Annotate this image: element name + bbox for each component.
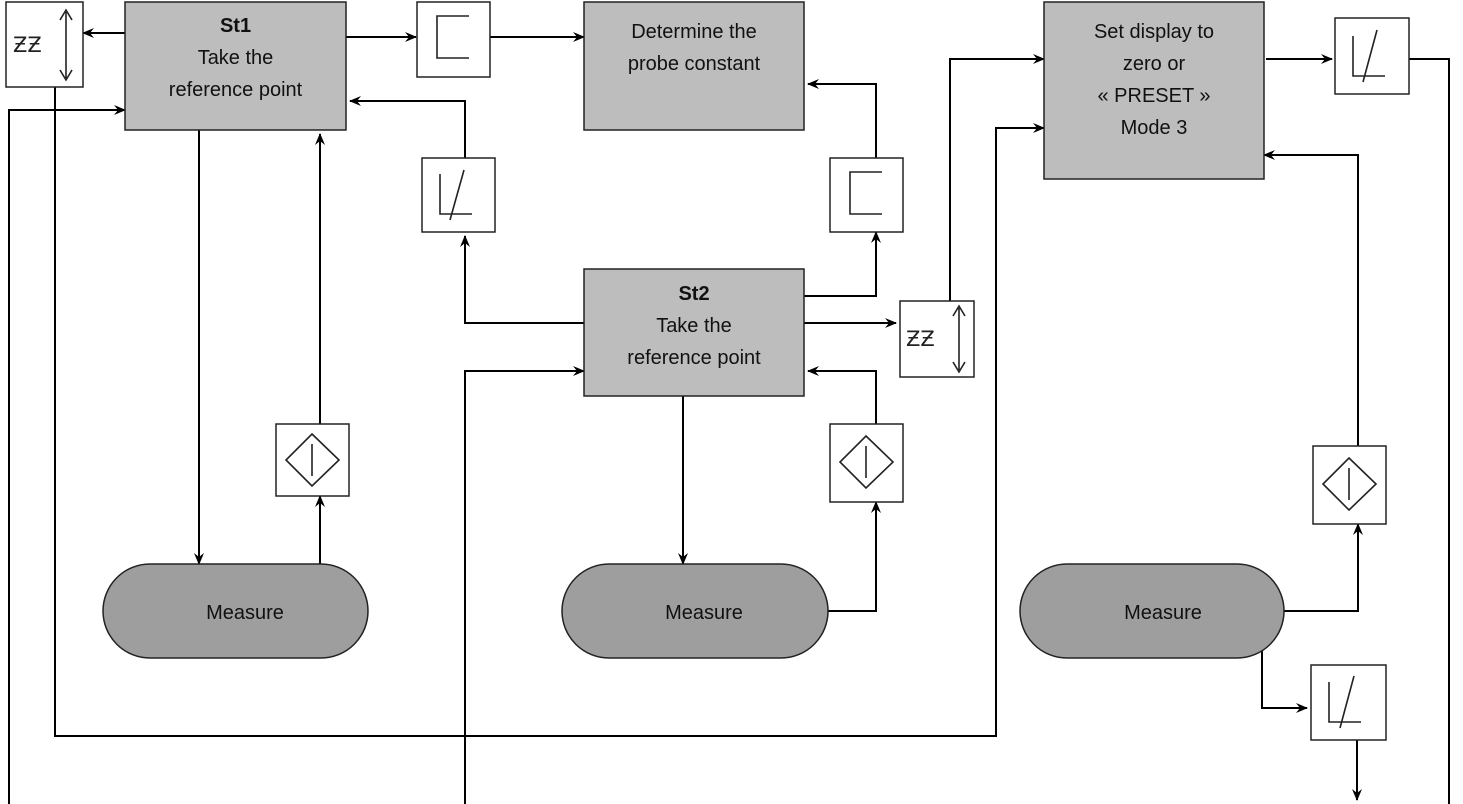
- reset-icon: [1312, 445, 1387, 525]
- connector: [349, 96, 466, 158]
- set-display-line1: Set display to: [1094, 21, 1214, 43]
- set-display-line4: Mode 3: [1121, 117, 1188, 139]
- connector: [828, 501, 881, 612]
- connector: [464, 366, 585, 804]
- connector: [1261, 639, 1308, 713]
- measure-1-label: Measure: [206, 602, 284, 624]
- zz-glyph: ƵƵ: [906, 327, 935, 351]
- zz-icon: ƵƵ: [5, 1, 84, 88]
- connector: [807, 366, 877, 424]
- measure-3-label: Measure: [1124, 602, 1202, 624]
- measure-2-label: Measure: [665, 602, 743, 624]
- connector: [54, 85, 1045, 737]
- step-st1-title: St1: [220, 15, 251, 37]
- probe-constant-line1: Determine the: [631, 21, 757, 43]
- probe-constant-line2: probe constant: [628, 53, 761, 75]
- measure-1: Measure: [102, 563, 369, 659]
- corner-icon: [416, 1, 491, 78]
- connector: [804, 231, 881, 297]
- zz-icon: ƵƵ: [899, 300, 975, 378]
- set-display-line2: zero or: [1123, 53, 1186, 75]
- step-st2-line2: reference point: [627, 347, 761, 369]
- probe-constant-box: Determine the probe constant: [583, 1, 805, 131]
- connector: [807, 79, 877, 158]
- slash-icon: [1310, 664, 1387, 741]
- zz-glyph: ƵƵ: [13, 33, 42, 57]
- reset-icon: [829, 423, 904, 503]
- reset-icon: [275, 423, 350, 497]
- connector: [1284, 523, 1363, 612]
- connector: [8, 105, 126, 804]
- slash-icon: [421, 157, 496, 233]
- connector: [1409, 58, 1450, 804]
- step-st2-line1: Take the: [656, 315, 732, 337]
- connectors: [8, 28, 1450, 804]
- measure-3: Measure: [1019, 563, 1285, 659]
- step-st1-line1: Take the: [198, 47, 274, 69]
- connector: [460, 235, 584, 324]
- slash-icon: [1334, 17, 1410, 95]
- measure-2: Measure: [561, 563, 829, 659]
- set-display-box: Set display to zero or « PRESET » Mode 3: [1043, 1, 1265, 180]
- connector: [949, 54, 1045, 301]
- connector: [1263, 150, 1359, 446]
- step-st1-box: St1 Take the reference point: [124, 1, 347, 131]
- step-st2-box: St2 Take the reference point: [583, 268, 805, 397]
- corner-icon: [829, 157, 904, 233]
- step-st2-title: St2: [678, 283, 709, 305]
- step-st1-line2: reference point: [169, 79, 303, 101]
- set-display-line3: « PRESET »: [1097, 85, 1210, 107]
